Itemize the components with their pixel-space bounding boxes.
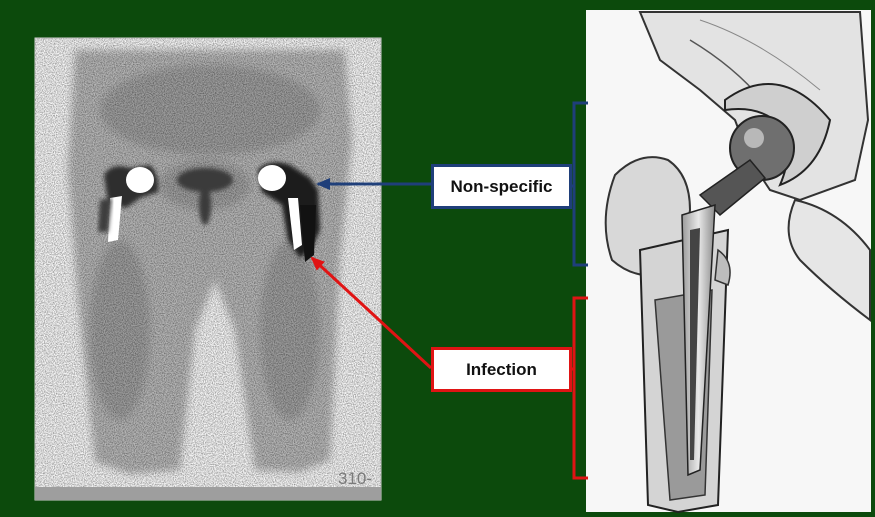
hip-prosthesis-illustration <box>586 10 871 512</box>
scan-image: 310- <box>35 38 381 500</box>
nonspecific-label: Non-specific <box>431 164 572 209</box>
infection-label: Infection <box>431 347 572 392</box>
scan-frame-number: 310- <box>338 469 372 488</box>
